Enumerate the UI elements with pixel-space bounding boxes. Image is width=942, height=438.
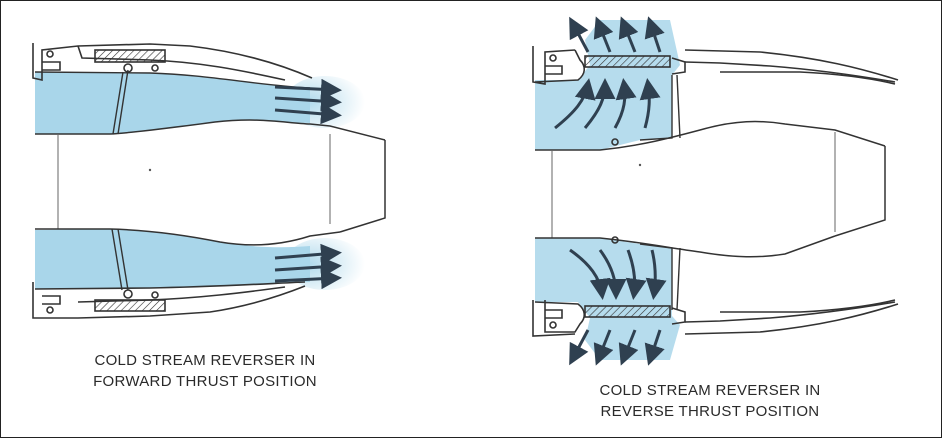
forward-thrust-engine [32,43,386,319]
caption-forward-line2: FORWARD THRUST POSITION [93,373,317,390]
forward-upper-arrows [274,78,342,125]
reverse-core-upper-outline [535,120,886,151]
caption-reverse-line1: COLD STREAM REVERSER IN [599,382,821,399]
forward-lower-arrows [274,243,342,290]
caption-forward-thrust: COLD STREAM REVERSER IN FORWARD THRUST P… [55,350,355,392]
scan-speck [148,168,152,172]
reverse-lower-cowl [532,236,899,337]
reverse-upper-arrows [554,16,665,130]
caption-reverse-line2: REVERSE THRUST POSITION [600,403,820,420]
reverse-upper-airflow [535,20,680,150]
caption-forward-line1: COLD STREAM REVERSER IN [94,352,316,369]
forward-lower-cowl [32,228,306,319]
reverse-lower-airflow [535,238,680,360]
reverse-core-lower-outline [535,235,836,258]
forward-upper-airflow [35,72,310,134]
scan-speck [638,163,642,167]
forward-core-upper-outline [35,119,386,141]
caption-reverse-thrust: COLD STREAM REVERSER IN REVERSE THRUST P… [560,380,860,422]
forward-upper-cowl [32,43,313,135]
forward-exhaust-nozzle [339,140,386,233]
reverse-upper-cowl [532,46,899,146]
reverse-lower-arrows [569,248,667,366]
forward-core-lower-outline [35,228,341,246]
reverse-thrust-engine [532,16,899,366]
reverse-exhaust-nozzle [834,146,886,237]
forward-lower-airflow [35,229,310,289]
